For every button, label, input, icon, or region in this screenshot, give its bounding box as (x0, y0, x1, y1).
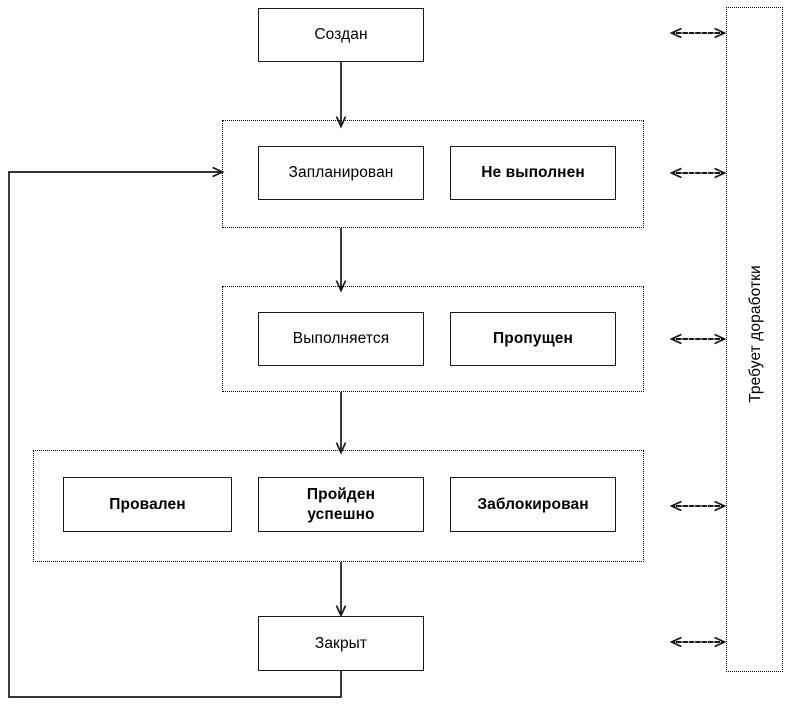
side-panel-label: Требует доработки (747, 265, 764, 403)
state-blocked[interactable]: Заблокирован (450, 477, 616, 532)
state-not-executed[interactable]: Не выполнен (450, 146, 616, 200)
state-failed[interactable]: Провален (63, 477, 232, 532)
group-in-progress (222, 286, 644, 392)
state-planned[interactable]: Запланирован (258, 146, 424, 200)
state-closed[interactable]: Закрыт (258, 616, 424, 671)
group-results (33, 450, 644, 562)
group-planned (222, 120, 644, 228)
state-skipped[interactable]: Пропущен (450, 312, 616, 366)
state-passed-line1: Пройден (306, 486, 376, 504)
state-in-progress[interactable]: Выполняется (258, 312, 424, 366)
state-created[interactable]: Создан (258, 8, 424, 62)
state-passed-line2: успешно (307, 505, 375, 523)
state-passed[interactable]: Пройден успешно (258, 477, 424, 532)
side-panel-requires-rework: Требует доработки (726, 7, 783, 672)
